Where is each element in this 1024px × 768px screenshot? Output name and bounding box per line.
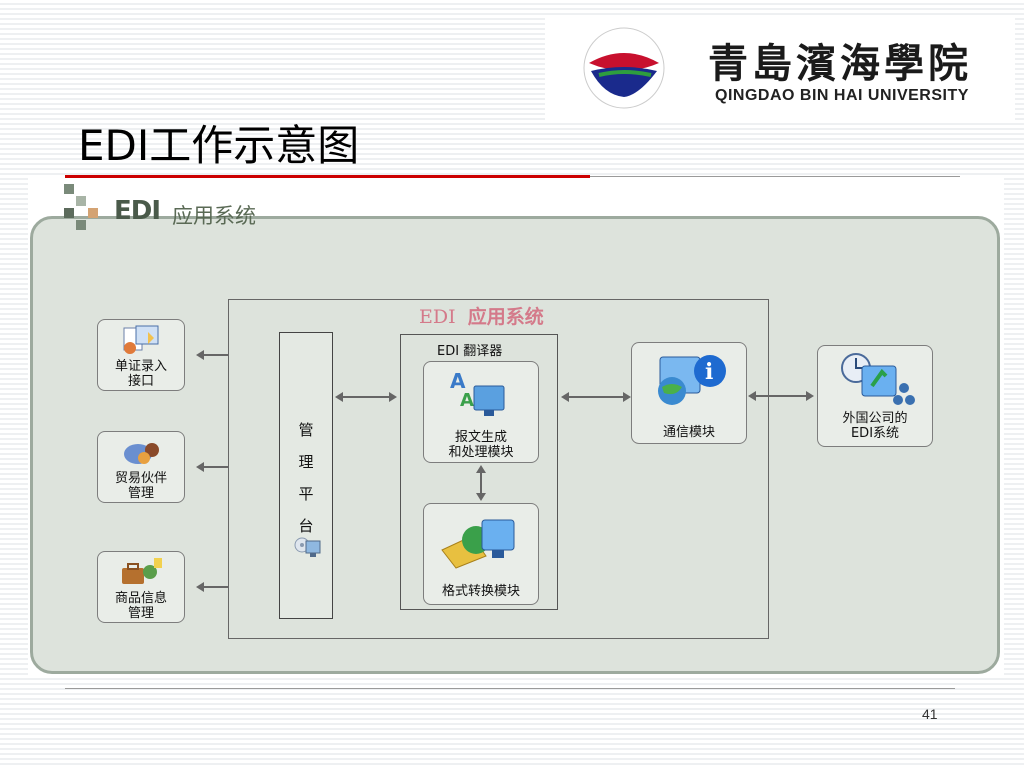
comm-label: 通信模块	[662, 425, 715, 440]
network-computer-icon	[841, 353, 915, 405]
report-module: A A 报文生成 和处理模块	[423, 361, 539, 463]
svg-text:A: A	[460, 390, 474, 411]
mgmt-char-1: 管	[298, 421, 314, 439]
format-label: 格式转换模块	[441, 584, 520, 599]
translator-title: EDI 翻译器	[437, 344, 503, 359]
trade-partner-label-2: 管理	[127, 486, 154, 501]
format-convert-icon	[441, 519, 515, 569]
management-platform: 管 理 平 台	[279, 332, 333, 619]
logo-chinese-name: 青島濱海學院	[708, 40, 972, 87]
comm-module: i 通信模块	[631, 342, 747, 444]
brand-edi-text: EDI	[114, 196, 161, 226]
doc-entry-module: 单证录入 接口	[97, 319, 185, 391]
globe-info-icon: i	[658, 355, 726, 405]
logo-english-name: QINGDAO BIN HAI UNIVERSITY	[715, 87, 969, 104]
arrow-comm-foreign	[748, 391, 814, 401]
university-seal-icon	[583, 27, 665, 109]
system-title-suffix: 应用系统	[467, 306, 544, 328]
svg-text:i: i	[705, 359, 713, 385]
document-entry-icon	[123, 325, 159, 354]
system-title: EDI 应用系统	[419, 302, 544, 329]
product-info-label-1: 商品信息	[114, 591, 167, 606]
doc-entry-label-1: 单证录入	[114, 359, 167, 374]
product-info-module: 商品信息 管理	[97, 551, 185, 623]
arrow-mgmt-translator	[335, 392, 397, 402]
trade-partner-module: 贸易伙伴 管理	[97, 431, 185, 503]
computer-disc-icon	[294, 537, 321, 557]
foreign-label-2: EDI系统	[850, 426, 900, 441]
edi-translator: EDI 翻译器 A A 报文生成 和处理模块	[400, 334, 558, 610]
text-processing-icon: A A	[450, 369, 505, 416]
page-number: 41	[922, 706, 938, 722]
system-title-prefix: EDI	[419, 306, 456, 328]
product-info-icon	[122, 558, 162, 584]
brand-app-label: 应用系统	[172, 204, 256, 228]
title-red-rule	[65, 175, 590, 179]
edi-application-system: EDI 应用系统 管 理 平 台 EDI 翻译器 A A	[228, 299, 769, 639]
svg-text:A: A	[450, 369, 466, 393]
arrow-report-format	[476, 465, 486, 501]
mgmt-char-3: 平	[298, 485, 314, 503]
foreign-edi-module: 外国公司的 EDI系统	[817, 345, 933, 447]
edi-diagram: EDI 应用系统 单证录入 接口 贸易伙伴 管理 商品信息 管理	[28, 178, 1004, 678]
trade-partner-label-1: 贸易伙伴	[114, 471, 167, 486]
report-label-1: 报文生成	[454, 430, 507, 445]
doc-entry-label-2: 接口	[127, 374, 154, 389]
product-info-label-2: 管理	[127, 606, 154, 621]
format-module: 格式转换模块	[423, 503, 539, 605]
slide-title: EDI工作示意图	[78, 121, 360, 170]
mgmt-char-4: 台	[298, 517, 314, 535]
arrow-translator-comm	[561, 392, 631, 402]
title-gray-rule	[590, 176, 960, 177]
report-label-2: 和处理模块	[448, 445, 514, 460]
university-logo: 青島濱海學院 QINGDAO BIN HAI UNIVERSITY	[545, 15, 1015, 123]
foreign-label-1: 外国公司的	[842, 411, 908, 426]
footer-rule	[65, 688, 955, 689]
mgmt-char-2: 理	[298, 453, 314, 471]
trade-partner-icon	[124, 443, 159, 464]
